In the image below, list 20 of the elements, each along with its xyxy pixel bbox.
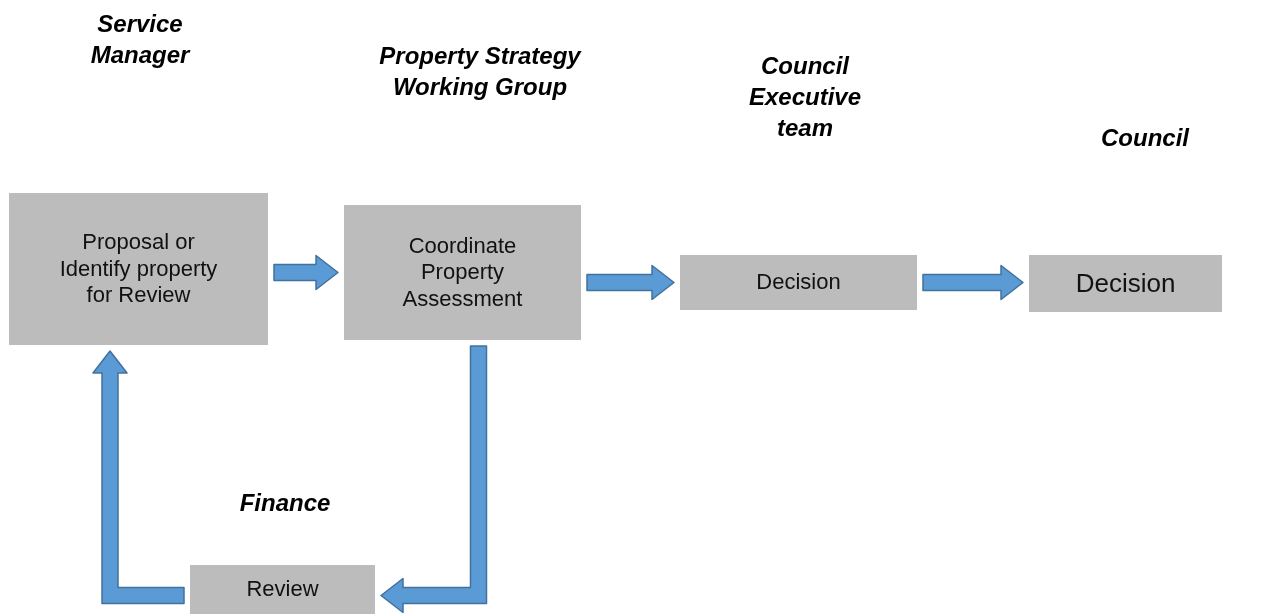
block-arrow [273, 254, 339, 291]
process-box [1029, 255, 1222, 312]
block-arrow [380, 345, 488, 614]
step-label: Coordinate Property Assessment [401, 232, 524, 313]
process-box [9, 193, 268, 345]
role-heading: Property Strategy Working Group [378, 41, 583, 103]
process-box [680, 255, 917, 310]
role-heading: Council Executive team [747, 51, 863, 144]
step-label: Decision [1074, 267, 1177, 300]
step-label: Decision [755, 269, 842, 296]
role-heading: Service Manager [89, 9, 192, 71]
process-box [190, 565, 375, 614]
block-arrow [92, 350, 185, 605]
block-arrow [922, 264, 1024, 301]
step-label: Review [245, 576, 320, 603]
role-heading: Finance [238, 488, 332, 518]
step-label: Proposal or Identify property for Review [58, 229, 219, 309]
role-heading: Council [1100, 123, 1191, 153]
block-arrow [586, 264, 675, 301]
process-box [344, 205, 581, 340]
